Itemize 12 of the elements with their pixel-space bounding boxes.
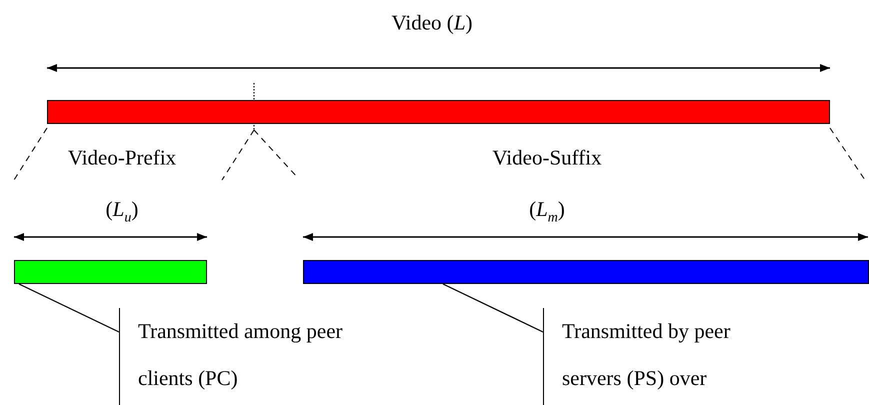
video-segment-bar xyxy=(47,100,830,124)
video-segment-bar xyxy=(14,260,207,284)
video-segment-bar xyxy=(303,260,869,284)
callout-text: Transmitted among peer clients (PC) xyxy=(119,308,374,405)
segment-label: Video-Suffix xyxy=(492,146,602,170)
dimension-label: Video (L) xyxy=(392,11,472,35)
leader-line xyxy=(18,283,120,333)
leader-line xyxy=(442,283,544,333)
segment-label: Video-Prefix xyxy=(68,146,176,170)
dimension-label: (L$_{u}$) xyxy=(106,198,138,226)
callout-text: Transmitted by peer servers (PS) over xyxy=(543,308,788,405)
dimension-label: (L$_{m}$) xyxy=(529,198,565,226)
